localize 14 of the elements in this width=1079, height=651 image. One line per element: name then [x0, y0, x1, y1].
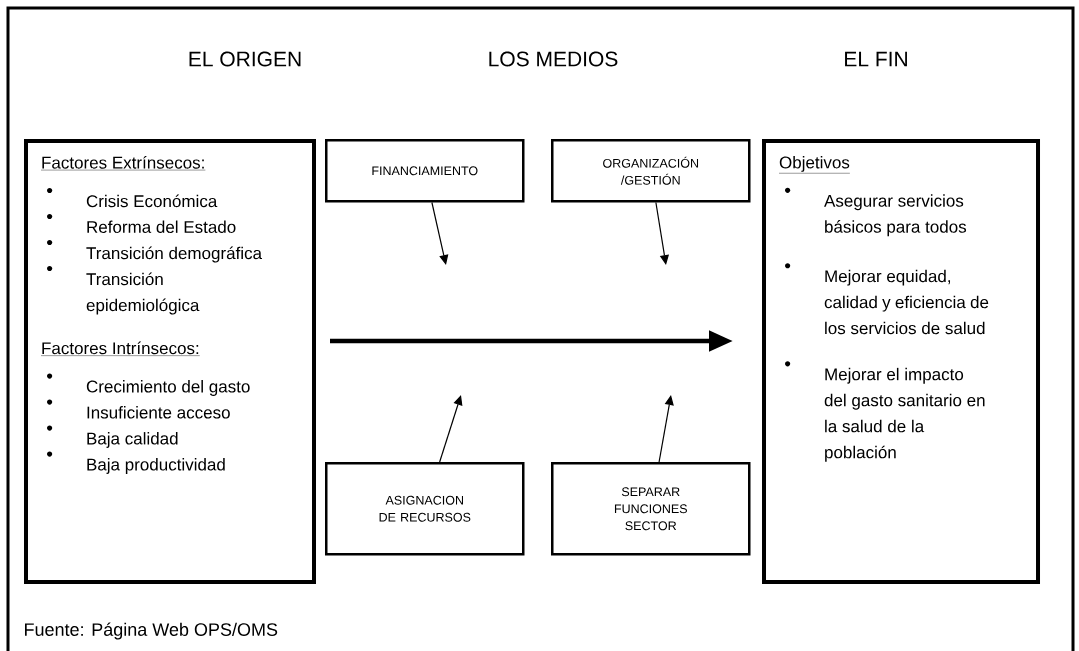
process-box: FINANCIAMIENTO [325, 139, 525, 203]
column-heading: EL FIN [845, 51, 907, 67]
source-note: Fuente: Página Web OPS/OMS [25, 622, 278, 640]
list-box: Objetivos Asegurar servicios básicos para todos Mejorar equidad, calidad y eficiencia de los servicios de salud Mejorar el impacto del gasto sanitario en la salud de la población [762, 139, 1040, 584]
arrow [658, 395, 674, 463]
process-box: ORGANIZACIÓN /GESTIÓN [551, 139, 751, 203]
process-box: SEPARAR FUNCIONES SECTOR [551, 462, 751, 556]
arrow [431, 201, 449, 265]
column-heading: LOS MEDIOS [489, 51, 618, 67]
list-box: Factores Extrínsecos: Crisis Económica Reforma del Estado Transición demográfica Transición epidemiológica Factores Intrínsecos: Crecimiento del gasto Insuficiente acceso Baja calidad Baja productividad [24, 139, 316, 584]
arrow [655, 201, 669, 265]
process-box: ASIGNACION DE RECURSOS [325, 462, 525, 556]
arrow [439, 395, 463, 463]
column-heading: EL ORIGEN [189, 51, 301, 67]
